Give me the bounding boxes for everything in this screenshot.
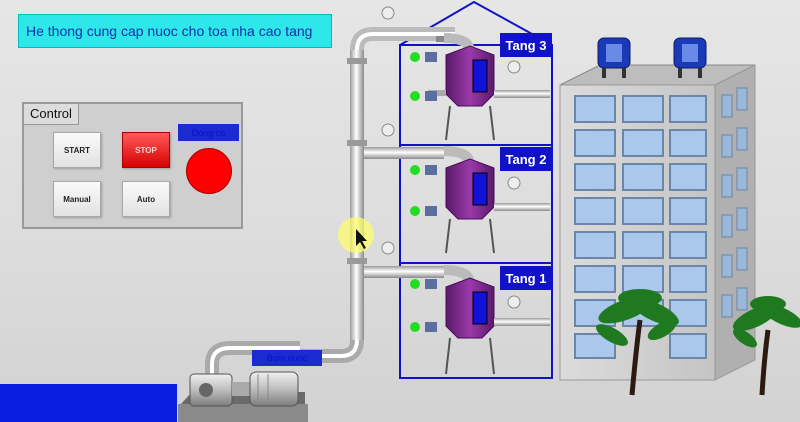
stop-button[interactable]: STOP [122,132,170,168]
floor-label-1: Tang 1 [500,266,552,290]
pump-label: Bom nuoc [252,350,322,366]
floor2-tank [410,146,550,254]
cursor-icon [356,229,367,249]
pump-motor [178,371,308,422]
bottom-status-bar [0,384,177,422]
app-title: He thong cung cap nuoc cho toa nha cao t… [18,14,332,48]
floor-label-3: Tang 3 [500,33,552,57]
control-panel-label: Control [24,104,79,125]
floor3-tank [410,33,550,141]
app-title-text: He thong cung cap nuoc cho toa nha cao t… [26,23,313,39]
start-button[interactable]: START [53,132,101,168]
auto-button[interactable]: Auto [122,181,170,217]
pressure-gauge-icon [381,6,521,309]
tower-building [559,64,756,381]
motor-status-lamp [186,148,232,194]
floor-label-2: Tang 2 [500,147,552,171]
rooftop-tank-icon [597,37,707,78]
riser-pipe [205,27,455,376]
floor1-tank [410,265,550,375]
palm-tree-icon [596,289,800,396]
manual-button[interactable]: Manual [53,181,101,217]
motor-status-label: Dong co [178,124,239,141]
